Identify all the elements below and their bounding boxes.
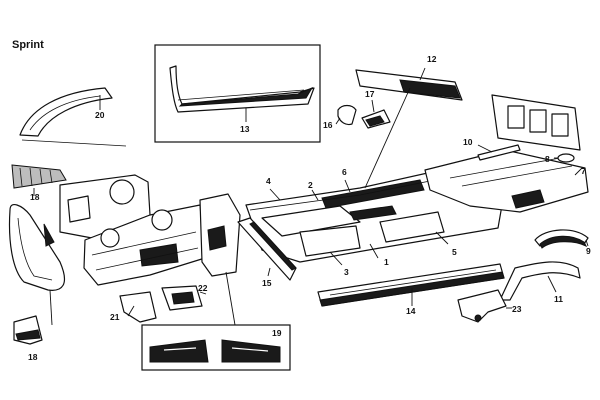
part-door-sill bbox=[169, 65, 315, 113]
part-wheelarch bbox=[534, 229, 589, 249]
part-pedal-bracket bbox=[119, 285, 203, 323]
inset-frame-mats bbox=[141, 324, 291, 371]
part-small-bracket bbox=[557, 153, 575, 163]
callout-15: 15 bbox=[262, 278, 272, 288]
callout-22: 22 bbox=[198, 283, 208, 293]
part-rear-panel bbox=[491, 94, 581, 151]
callout-12: 12 bbox=[427, 54, 437, 64]
callout-21: 21 bbox=[110, 312, 120, 322]
callout-18-lower: 18 bbox=[28, 352, 38, 362]
part-seat-bracket bbox=[337, 104, 391, 129]
callout-19: 19 bbox=[272, 328, 282, 338]
callout-23: 23 bbox=[512, 304, 522, 314]
callout-10: 10 bbox=[463, 137, 473, 147]
part-floor-mats bbox=[149, 339, 281, 363]
callout-5: 5 bbox=[452, 247, 457, 257]
callout-3: 3 bbox=[344, 267, 349, 277]
callout-1: 1 bbox=[384, 257, 389, 267]
inset-frame-sill bbox=[154, 44, 321, 143]
part-cross-tube bbox=[477, 144, 521, 161]
part-mounting-bracket bbox=[457, 289, 507, 323]
callout-9: 9 bbox=[586, 246, 591, 256]
callout-16: 16 bbox=[323, 120, 333, 130]
part-a-pillar-lower bbox=[13, 315, 43, 345]
callout-2: 2 bbox=[308, 180, 313, 190]
part-windscreen-header bbox=[19, 87, 127, 147]
callout-13: 13 bbox=[240, 124, 250, 134]
callout-labels: 1 2 3 4 5 6 7 8 9 10 11 12 13 14 15 16 1… bbox=[28, 54, 591, 362]
callout-8: 8 bbox=[545, 154, 550, 164]
part-inner-sill bbox=[237, 217, 297, 281]
callout-6: 6 bbox=[342, 167, 347, 177]
part-boot-floor bbox=[424, 149, 589, 213]
callout-20: 20 bbox=[95, 110, 105, 120]
part-chassis-leg bbox=[499, 261, 581, 301]
callout-18-upper: 18 bbox=[30, 192, 40, 202]
part-a-pillar-upper bbox=[11, 164, 67, 189]
callout-7: 7 bbox=[581, 166, 586, 176]
part-front-bulkhead bbox=[59, 174, 241, 286]
callout-14: 14 bbox=[406, 306, 416, 316]
callout-17: 17 bbox=[365, 89, 375, 99]
part-cross-member bbox=[355, 69, 463, 101]
callout-11: 11 bbox=[554, 294, 563, 304]
part-door-frame bbox=[8, 203, 65, 291]
diagram-title: Sprint bbox=[12, 39, 44, 51]
callout-4: 4 bbox=[266, 176, 271, 186]
